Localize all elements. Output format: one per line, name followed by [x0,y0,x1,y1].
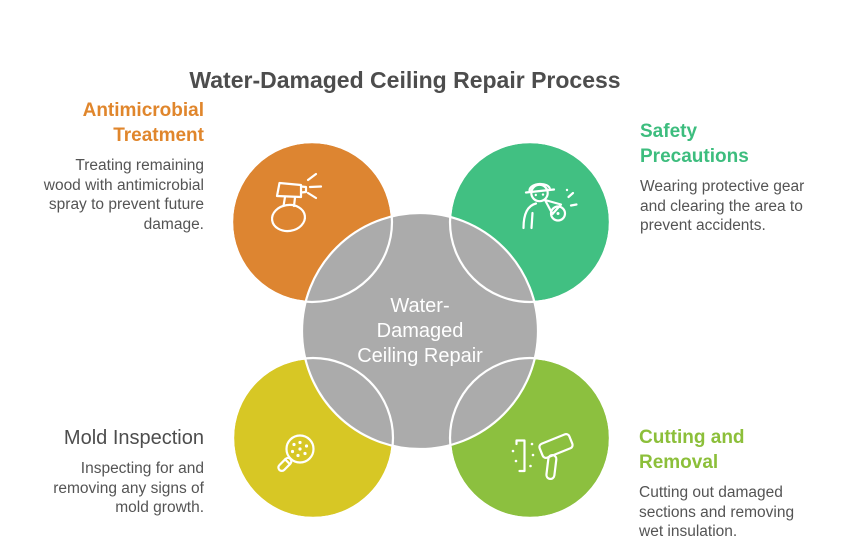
circle-outlines [230,140,612,520]
magnifier-icon [277,434,315,473]
hammer-icon [511,433,574,481]
step-mold-inspection: Mold Inspection Inspecting for and remov… [10,425,204,518]
step-title: Mold Inspection [63,427,204,449]
step-antimicrobial-treatment: Antimicrobial Treatment Treating remaini… [20,98,204,234]
center-label-line: Damaged [376,320,464,342]
worker-whistle-icon [522,182,578,230]
step-cutting-and-removal: Cutting and Removal Cutting out damaged … [639,425,804,542]
center-circle [300,211,540,451]
step-description: Cutting out damaged sections and removin… [639,484,795,540]
page-title: Water-Damaged Ceiling Repair Process [189,67,621,94]
step-description: Treating remaining wood with antimicrobi… [43,157,204,233]
center-label-line: Ceiling Repair [357,345,483,367]
step-safety-precautions: Safety Precautions Wearing protective ge… [640,119,805,236]
step-description: Wearing protective gear and clearing the… [640,178,805,234]
spray-bottle-icon [270,172,323,233]
center-label-line: Water- [390,295,450,317]
center-label: Water- Damaged Ceiling Repair [320,294,520,369]
step-title: Safety Precautions [640,121,749,167]
step-title: Antimicrobial Treatment [82,100,204,146]
step-description: Inspecting for and removing any signs of… [53,460,204,516]
step-title: Cutting and Removal [639,427,745,473]
